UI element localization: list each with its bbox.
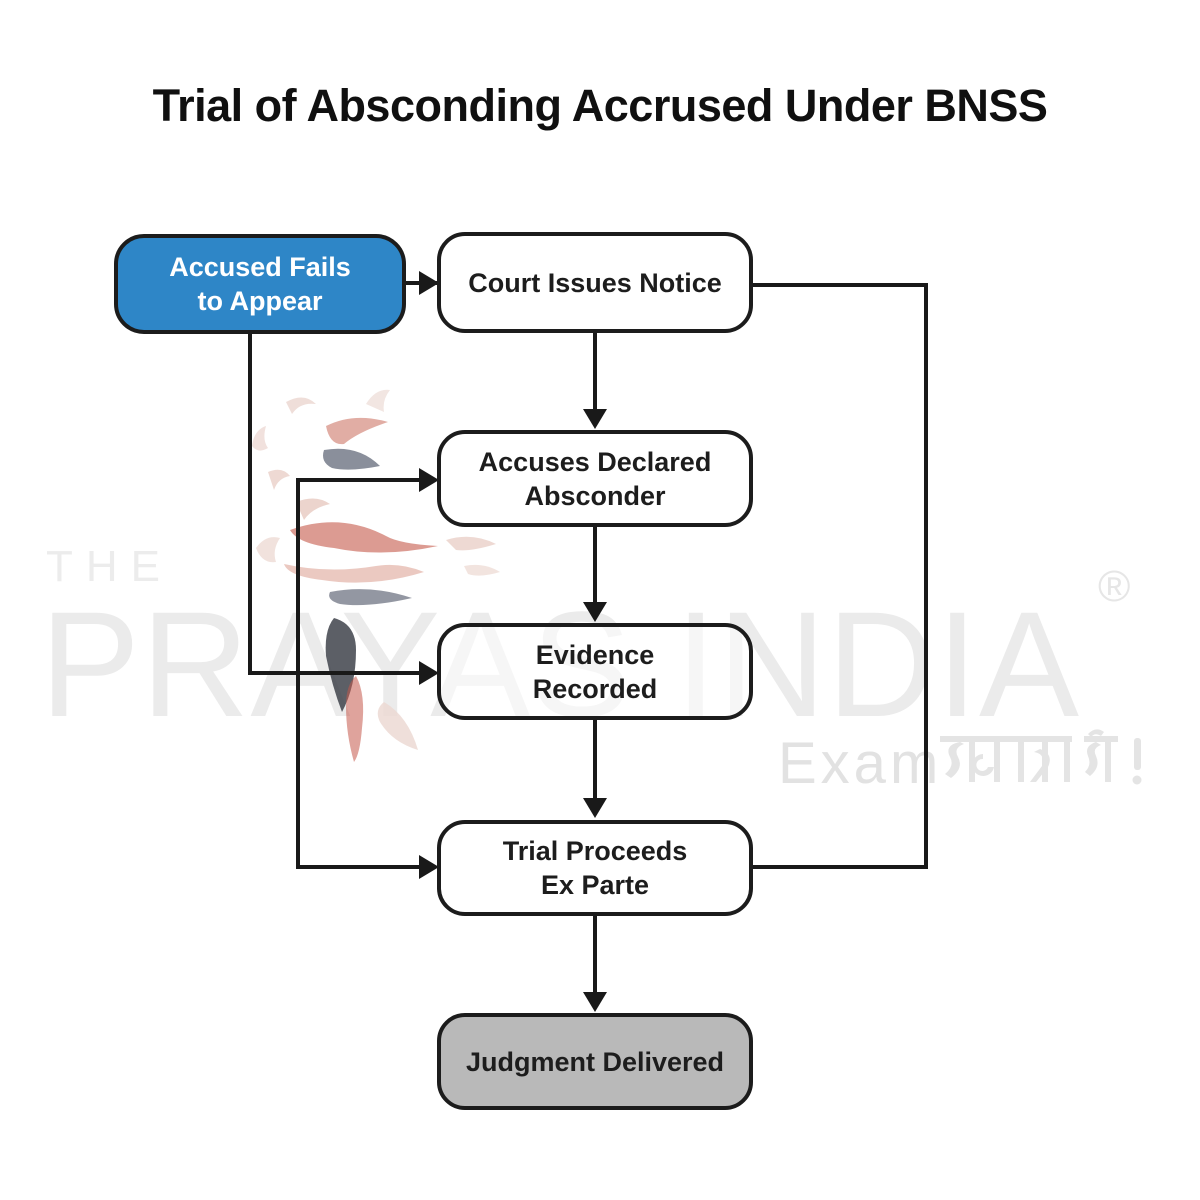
- arrowhead-into-absconder-top: [583, 409, 607, 429]
- arrowhead-into-court: [419, 271, 439, 295]
- watermark-tagline-hindi-glyphs: [940, 729, 1142, 785]
- edge-trial-to-judgment: [593, 916, 597, 993]
- edge-branch-vertical: [296, 478, 300, 869]
- arrowhead-into-evidence-top: [583, 602, 607, 622]
- edge-court-to-absconder: [593, 333, 597, 410]
- node-accused-fails-to-appear: Accused Fails to Appear: [114, 234, 406, 334]
- node-evidence-recorded: Evidence Recorded: [437, 623, 753, 720]
- arrowhead-into-judgment-top: [583, 992, 607, 1012]
- edge-branch-to-absconder-horizontal: [296, 478, 419, 482]
- edge-absconder-to-evidence: [593, 527, 597, 603]
- arrowhead-into-absconder-left: [419, 468, 439, 492]
- edge-right-to-trial-horizontal: [753, 865, 928, 869]
- prayas-logo-flame: [252, 389, 500, 762]
- arrowhead-into-trial-top: [583, 798, 607, 818]
- edge-court-right-horizontal: [753, 283, 928, 287]
- edge-branch-to-trial-horizontal: [296, 865, 419, 869]
- watermark-tagline-exam: Exam: [778, 731, 943, 796]
- edge-start-to-evidence-horizontal: [248, 671, 419, 675]
- page-title: Trial of Absconding Accrused Under BNSS: [152, 80, 1048, 131]
- edge-start-down-vertical: [248, 334, 252, 675]
- node-trial-proceeds-ex-parte: Trial Proceeds Ex Parte: [437, 820, 753, 916]
- arrowhead-into-trial-left: [419, 855, 439, 879]
- node-accuses-declared-absconder: Accuses Declared Absconder: [437, 430, 753, 527]
- registered-trademark-icon: ®: [1098, 562, 1131, 611]
- edge-court-right-vertical: [924, 283, 928, 869]
- node-judgment-delivered: Judgment Delivered: [437, 1013, 753, 1110]
- arrowhead-into-evidence-left: [419, 661, 439, 685]
- edge-evidence-to-trial: [593, 720, 597, 799]
- watermark-the: THE: [46, 542, 173, 591]
- node-court-issues-notice: Court Issues Notice: [437, 232, 753, 333]
